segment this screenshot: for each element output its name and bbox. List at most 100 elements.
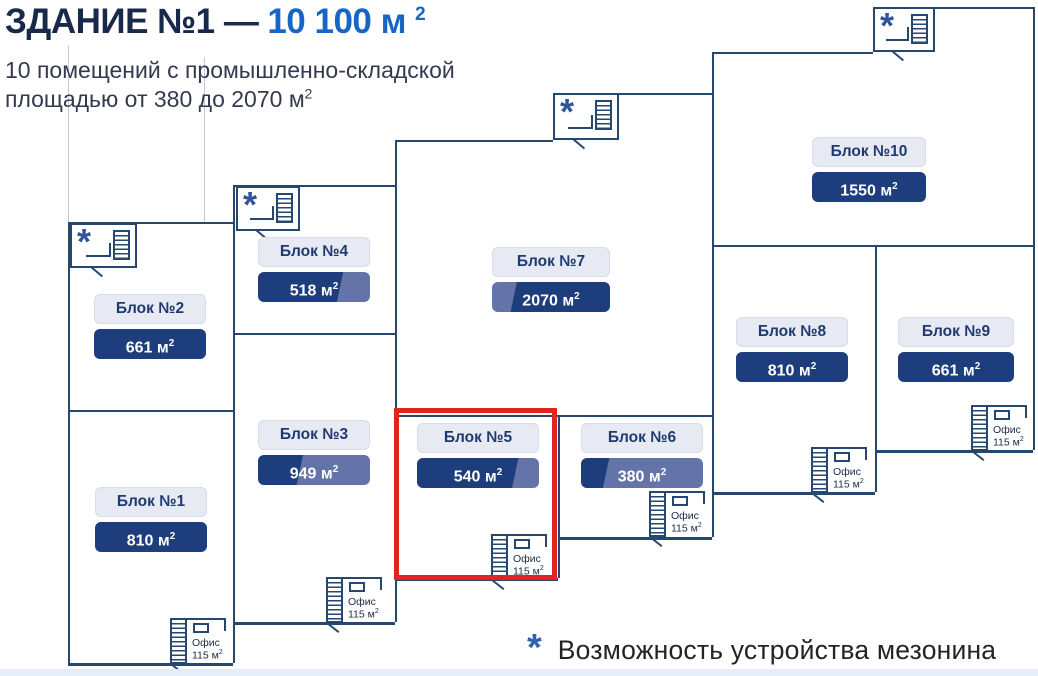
office-label: Офис 115 м2 [993, 424, 1024, 449]
office-label: Офис 115 м2 [348, 596, 379, 621]
superscript: 2 [168, 338, 175, 349]
block-area-badge: 518 м2 [258, 272, 370, 302]
superscript: 2 [574, 291, 580, 302]
stairs-icon [811, 447, 828, 493]
mezzanine-asterisk-icon: * [243, 184, 258, 225]
interior-wall [85, 255, 111, 257]
wall-segment [68, 410, 233, 412]
superscript: 2 [810, 361, 817, 372]
office-wall [828, 447, 867, 449]
interior-wall [907, 27, 909, 41]
office-unit-block5: Офис 115 м2 [491, 534, 549, 591]
block-group-2[interactable]: Блок №2 661 м2 [94, 294, 206, 359]
superscript: 2 [304, 86, 313, 102]
footnote-asterisk-icon: * [527, 627, 542, 669]
superscript: 2 [660, 467, 667, 478]
interior-wall [272, 206, 274, 220]
mezzanine-unit-block7: * [553, 91, 619, 150]
stairs-icon [971, 405, 988, 451]
stairs-icon [595, 100, 612, 130]
wall-segment [875, 450, 1033, 453]
interior-wall [568, 127, 593, 129]
block-group-6[interactable]: Блок №6 380 м2 [581, 423, 703, 488]
wall-segment [68, 222, 70, 663]
block-area-badge: 661 м2 [94, 329, 206, 359]
office-label: Офис 115 м2 [671, 510, 702, 535]
wall-segment [233, 185, 235, 663]
footnote: * Возможность устройства мезонина [527, 627, 997, 669]
superscript: 2 [697, 522, 702, 530]
superscript: 2 [374, 608, 379, 616]
wall-segment [233, 185, 395, 187]
mezzanine-unit-block4: * [236, 184, 300, 241]
wall-segment [558, 415, 560, 578]
superscript: 2 [539, 565, 544, 573]
office-room-icon [672, 496, 688, 506]
superscript: 2 [332, 464, 339, 475]
block-group-1[interactable]: Блок №1 810 м2 [95, 487, 207, 552]
block-group-3[interactable]: Блок №3 949 м2 [258, 420, 370, 485]
block-area-badge: 949 м2 [258, 455, 370, 485]
wall-segment [233, 622, 395, 625]
office-room-icon [514, 539, 530, 549]
plan-grid-line [204, 57, 205, 223]
mezzanine-asterisk-icon: * [560, 91, 575, 132]
wall-segment [615, 93, 712, 95]
selected-block-highlight [394, 408, 557, 580]
stairs-icon [170, 618, 187, 664]
block-group-9[interactable]: Блок №9 661 м2 [898, 317, 1014, 382]
office-wall [988, 405, 1027, 407]
mezzanine-unit-block2: * [70, 221, 137, 278]
superscript: 2 [974, 361, 981, 372]
office-room-icon [349, 582, 365, 592]
superscript: 2 [332, 281, 339, 292]
office-wall [545, 534, 547, 547]
wall-segment [1033, 7, 1035, 450]
superscript: 2 [859, 478, 864, 486]
superscript: 2 [496, 467, 503, 478]
wall-segment [395, 140, 397, 622]
superscript: 2 [415, 4, 426, 26]
office-unit-block8: Офис 115 м2 [811, 447, 869, 504]
interior-wall [885, 39, 909, 41]
office-wall [865, 447, 867, 460]
superscript: 2 [218, 649, 223, 657]
block-area-badge: 661 м2 [898, 352, 1014, 382]
stairs-icon [911, 14, 928, 44]
interior-wall [591, 115, 593, 129]
superscript: 2 [892, 181, 898, 192]
mezzanine-asterisk-icon: * [880, 5, 895, 46]
block-name-pill: Блок №2 [94, 294, 206, 324]
office-wall [380, 577, 382, 590]
block-group-8[interactable]: Блок №8 810 м2 [736, 317, 848, 382]
footnote-text: Возможность устройства мезонина [557, 635, 997, 665]
plan-grid-line [68, 45, 69, 223]
door-swing-icon [892, 50, 905, 62]
block-group-10[interactable]: Блок №10 1550 м2 [812, 137, 926, 202]
block-group-7[interactable]: Блок №7 2070 м2 [492, 247, 610, 312]
stairs-icon [113, 230, 130, 260]
superscript: 2 [1019, 436, 1024, 444]
block-area-badge: 1550 м2 [812, 172, 926, 202]
office-wall [666, 491, 705, 493]
door-swing-icon [573, 138, 586, 150]
wall-segment [558, 537, 712, 540]
office-room-icon [193, 623, 209, 633]
wall-segment [395, 140, 553, 142]
wall-segment [68, 222, 233, 224]
office-room-icon [994, 410, 1010, 420]
office-wall [187, 618, 226, 620]
interior-wall [250, 218, 274, 220]
stairs-icon [649, 491, 666, 537]
wall-segment [712, 492, 875, 495]
office-label: Офис 115 м2 [833, 466, 864, 491]
mezzanine-asterisk-icon: * [77, 221, 92, 262]
block-group-4[interactable]: Блок №4 518 м2 [258, 237, 370, 302]
interior-wall [109, 243, 111, 257]
office-label: Офис 115 м2 [513, 553, 544, 578]
block-name-pill: Блок №3 [258, 420, 370, 450]
office-unit-block9: Офис 115 м2 [971, 405, 1029, 462]
block-group-5[interactable]: Блок №5 540 м2 [417, 423, 539, 488]
